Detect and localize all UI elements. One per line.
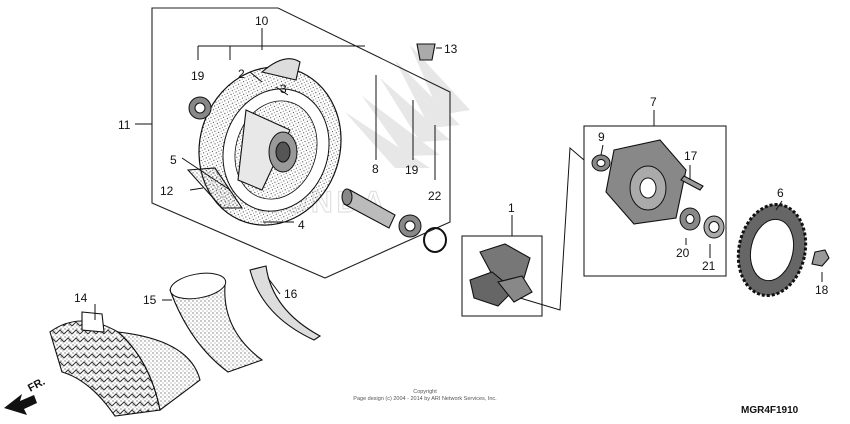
diagram-code: MGR4F1910: [741, 405, 799, 416]
callout-3: 3: [280, 82, 287, 96]
callout-18: 18: [815, 283, 829, 297]
damper-frame: [461, 235, 543, 317]
wheel-assembly-frame: [151, 7, 451, 279]
callout-2: 2: [238, 67, 245, 81]
callout-11: 11: [118, 118, 131, 132]
copyright-line-1: Copyright: [413, 389, 437, 395]
callout-numbers: 1 2 3 4 5 6 7 8 9 10 11 12 13 14 15 16 1…: [74, 14, 829, 307]
bearing-19-right: [398, 214, 422, 238]
callout-19-left: 19: [191, 69, 205, 83]
final-driven-flange-7: [605, 139, 687, 225]
callout-9: 9: [598, 130, 605, 144]
callout-14: 14: [74, 291, 88, 305]
callout-13: 13: [444, 42, 458, 56]
callout-22: 22: [428, 189, 442, 203]
rear-wheel: [198, 58, 342, 226]
callout-12: 12: [160, 184, 174, 198]
o-ring-22: [423, 227, 447, 253]
leader-lines: [94, 28, 823, 320]
front-arrow-icon: [4, 394, 37, 415]
collar-9: [591, 154, 611, 172]
valve-cap-13: [416, 43, 436, 61]
damper-rubbers-1: [469, 243, 533, 307]
callout-1: 1: [508, 201, 515, 215]
callout-6: 6: [777, 186, 784, 200]
callout-8: 8: [372, 162, 379, 176]
callout-5: 5: [170, 153, 177, 167]
callout-7: 7: [650, 95, 657, 109]
driven-sprocket-6: [736, 202, 808, 298]
distance-collar-8: [341, 188, 396, 229]
balance-weight-12: [186, 167, 244, 209]
callout-16: 16: [284, 287, 298, 301]
nut-18: [811, 249, 830, 267]
hub-frame: [583, 125, 727, 277]
callout-21: 21: [702, 259, 716, 273]
rim-band-16: [249, 265, 322, 341]
callout-19-right: 19: [405, 163, 419, 177]
oil-seal-21: [703, 215, 725, 239]
callout-20: 20: [676, 246, 690, 260]
stud-bolt-17: [680, 175, 704, 191]
copyright-notice: Copyright Page design (c) 2004 - 2014 by…: [330, 389, 520, 403]
callout-10: 10: [255, 14, 269, 28]
callout-17: 17: [684, 149, 698, 163]
tire-14: [49, 311, 201, 417]
copyright-line-2: Page design (c) 2004 - 2014 by ARI Netwo…: [353, 396, 497, 402]
callout-15: 15: [143, 293, 157, 307]
bearing-19-left: [188, 96, 212, 120]
callout-4: 4: [298, 218, 305, 232]
tube-15: [169, 272, 264, 373]
bearing-20: [679, 207, 701, 231]
